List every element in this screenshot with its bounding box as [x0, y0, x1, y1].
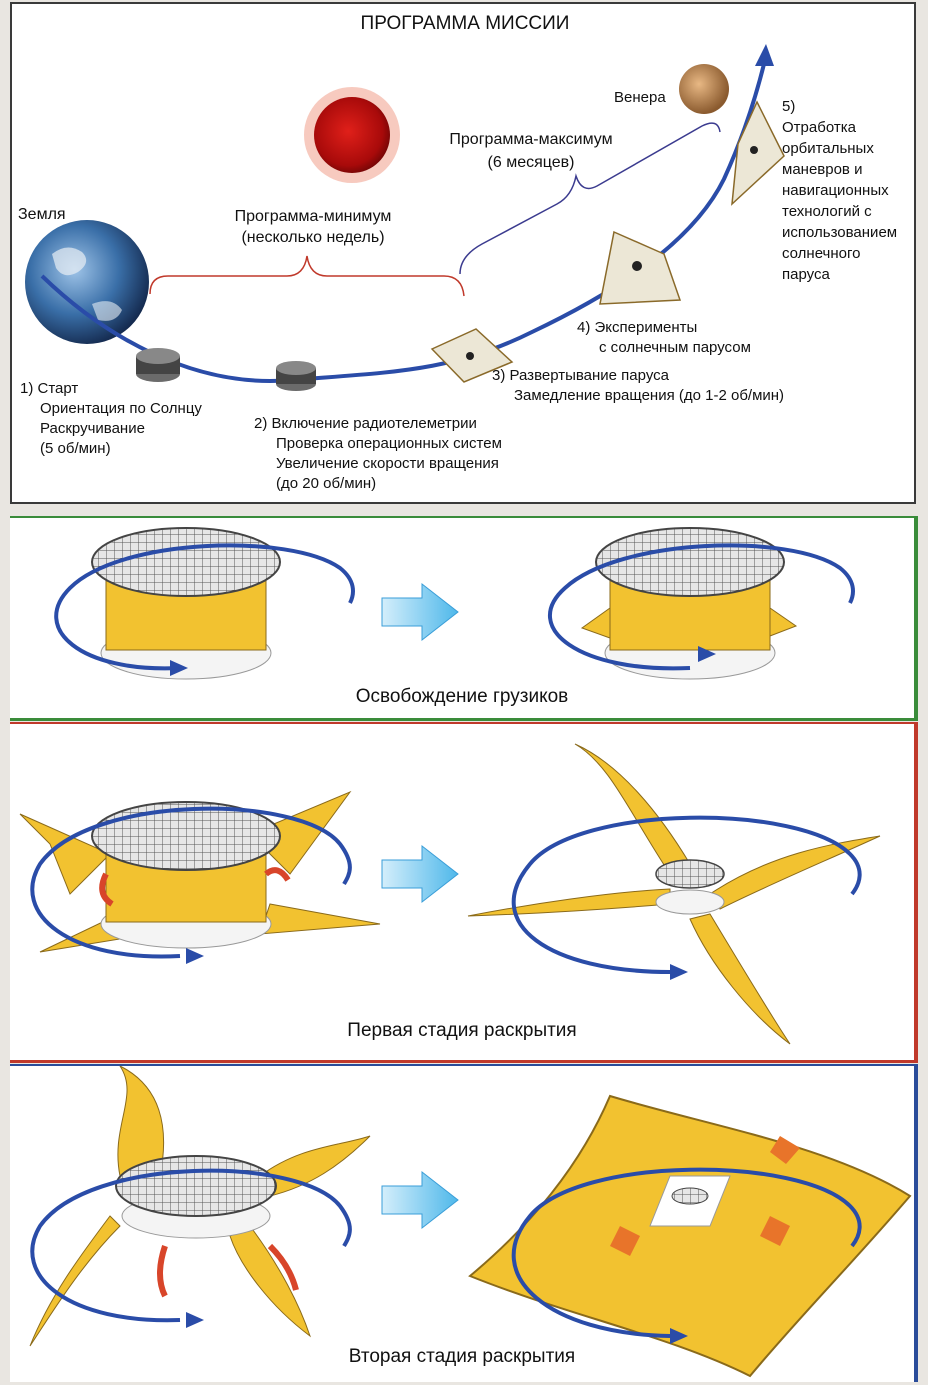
orbit-arrowhead: [755, 44, 774, 66]
earth-label: Земля: [18, 205, 66, 225]
stage-1-divider: [10, 718, 918, 721]
transition-arrow-icon: [382, 846, 458, 902]
step-4-experiments: 4) Эксперименты с солнечным парусом: [577, 318, 751, 358]
spacecraft-after-icon: [582, 528, 796, 679]
spacecraft-four-arms-icon: [468, 744, 880, 1044]
sail-fully-deployed-icon: [470, 1096, 910, 1376]
step-3-sail-deploy: 3) Развертывание паруса Замедление враще…: [492, 366, 784, 406]
stage-1-caption: Освобождение грузиков: [10, 686, 914, 708]
stage-weight-release-panel: Освобождение грузиков: [10, 516, 918, 720]
rotation-arrow-left: [186, 948, 204, 964]
spacecraft-telemetry-icon: [276, 361, 316, 391]
sail-experiment-icon: [600, 232, 680, 304]
earth-icon: [25, 220, 149, 344]
stage-2-caption: Первая стадия раскрытия: [10, 1020, 914, 1042]
stage-first-deploy-panel: Первая стадия раскрытия: [10, 722, 918, 1062]
stage-2-divider: [10, 1060, 918, 1063]
rotation-arrow-left: [186, 1312, 204, 1328]
rotation-arrow-right: [670, 964, 688, 980]
step-5-maneuvers: 5) Отработка орбитальных маневров и нави…: [782, 96, 897, 285]
min-program-label: Программа-минимум (несколько недель): [200, 206, 426, 248]
spacecraft-partial-deploy-icon: [20, 792, 380, 952]
transition-arrow-icon: [382, 584, 458, 640]
transition-arrow-icon: [382, 1172, 458, 1228]
step-1-launch: 1) Старт Ориентация по Солнцу Раскручива…: [20, 379, 202, 459]
spacecraft-before-icon: [92, 528, 280, 679]
sail-maneuver-icon: [732, 102, 784, 204]
min-program-bracket: [150, 256, 464, 296]
stage-3-caption: Вторая стадия раскрытия: [10, 1346, 914, 1368]
stage-second-deploy-panel: Вторая стадия раскрытия: [10, 1064, 918, 1382]
venus-icon: [679, 64, 729, 114]
mission-title: ПРОГРАММА МИССИИ: [12, 14, 916, 34]
venus-label: Венера: [614, 88, 666, 108]
mission-program-panel: ПРОГРАММА МИССИИ Земля Венера Программа-…: [10, 2, 916, 504]
max-program-label: Программа-максимум (6 месяцев): [436, 128, 626, 174]
sun-icon: [304, 87, 400, 183]
step-2-telemetry: 2) Включение радиотелеметрии Проверка оп…: [254, 414, 502, 494]
spacecraft-launch-icon: [136, 348, 180, 382]
